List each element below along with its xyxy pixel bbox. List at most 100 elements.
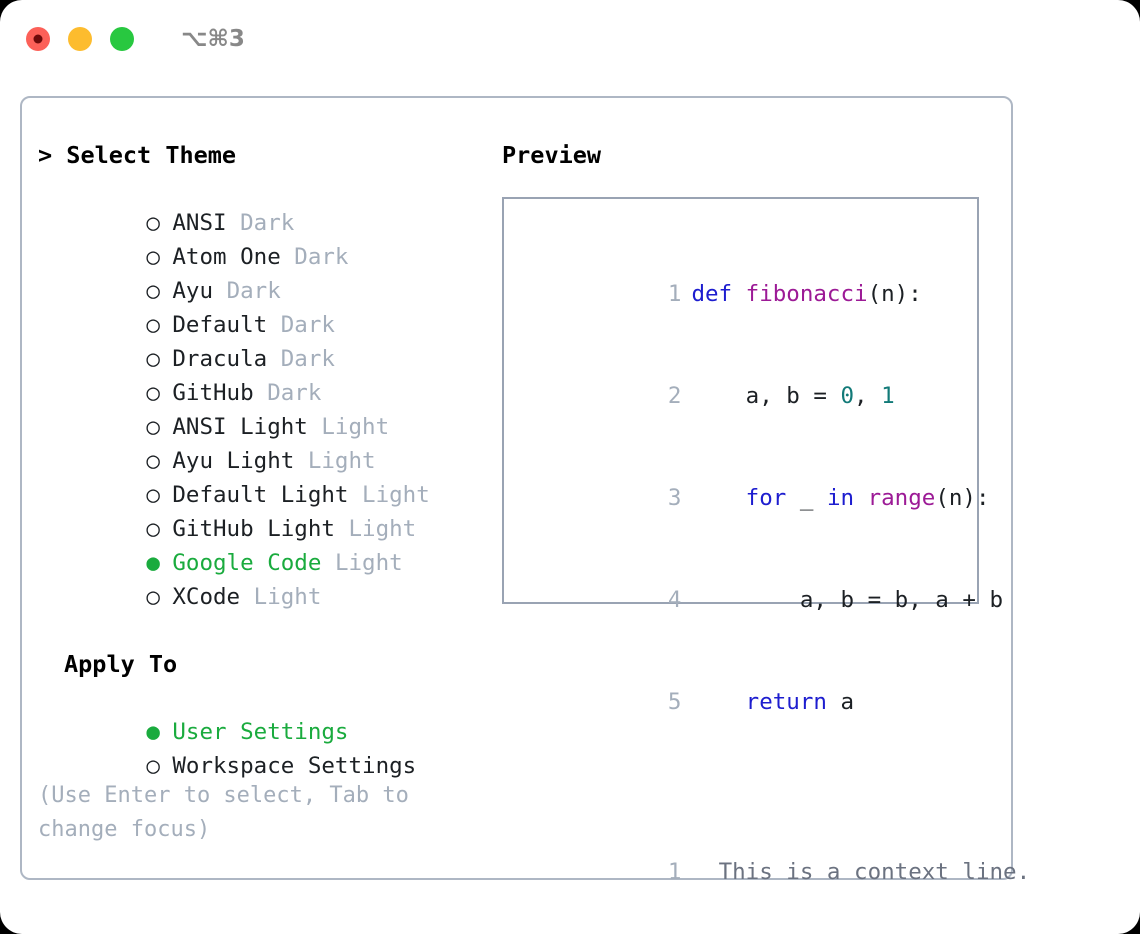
radio-marker-icon[interactable]: ● [146, 550, 160, 576]
keyboard-hint-text: (Use Enter to select, Tab to change focu… [38, 783, 423, 842]
radio-marker-icon[interactable]: ○ [146, 380, 160, 406]
code-line: 2 a, b = 0, 1 [518, 345, 977, 447]
theme-kind-label: Dark [280, 312, 335, 338]
preview-box: 1 def fibonacci(n): 2 a, b = 0, 1 3 for _… [502, 197, 1030, 885]
code-token: 1 [881, 383, 895, 409]
theme-kind [348, 482, 362, 508]
diff-text: This is a context line. [718, 859, 1031, 885]
code-token: , [854, 383, 882, 409]
radio-marker-icon[interactable]: ○ [146, 753, 160, 779]
code-token: (n): [867, 281, 922, 307]
theme-kind-label: Light [348, 516, 417, 542]
theme-name: Dracula [172, 346, 268, 372]
theme-name: ANSI [172, 210, 227, 236]
theme-list-item[interactable]: ○ ANSI Dark [38, 172, 468, 236]
radio-marker-icon[interactable]: ○ [146, 448, 160, 474]
code-token: fibonacci [745, 281, 868, 307]
line-number: 3 [667, 485, 682, 511]
theme-kind-label: Light [253, 584, 322, 610]
theme-kind-label: Dark [280, 346, 335, 372]
code-line: 5 return a [518, 651, 977, 753]
code-token [854, 485, 868, 511]
code-token: range [867, 485, 936, 511]
theme-name: Ayu Light [172, 448, 295, 474]
line-number: 2 [667, 383, 682, 409]
radio-marker-icon[interactable]: ○ [146, 278, 160, 304]
theme-name: XCode [172, 584, 241, 610]
line-number: 1 [667, 859, 682, 885]
theme-list-item[interactable]: ○ GitHub Light Light [38, 478, 468, 542]
close-button-icon[interactable] [26, 27, 50, 51]
theme-list-item[interactable]: ○ Ayu Dark [38, 240, 468, 304]
theme-kind-label: Dark [240, 210, 295, 236]
code-token [691, 689, 745, 715]
diff-spacer [518, 787, 977, 821]
theme-list-item-selected[interactable]: ● Google Code Light [38, 512, 468, 576]
apply-to-label: Workspace Settings [172, 753, 417, 779]
theme-kind [240, 584, 254, 610]
window-titlebar: ⌥⌘3 [0, 0, 1140, 78]
minimize-button-icon[interactable] [68, 27, 92, 51]
maximize-button-icon[interactable] [110, 27, 134, 51]
radio-marker-icon[interactable]: ○ [146, 346, 160, 372]
apply-to-label: User Settings [172, 719, 349, 745]
theme-list-item[interactable]: ○GitHub Dark [38, 342, 468, 406]
code-token: a [826, 689, 855, 715]
theme-kind-label: Dark [294, 244, 349, 270]
traffic-light-buttons [26, 27, 134, 51]
theme-kind [267, 312, 281, 338]
line-number: 5 [667, 689, 682, 715]
line-number: 4 [667, 587, 682, 613]
theme-name: GitHub Light [172, 516, 335, 542]
radio-marker-icon[interactable]: ○ [146, 482, 160, 508]
code-token: in [826, 485, 855, 511]
theme-kind [321, 550, 335, 576]
theme-kind [335, 516, 349, 542]
radio-marker-icon[interactable]: ○ [146, 244, 160, 270]
select-theme-header: > Select Theme [38, 141, 237, 169]
theme-kind [308, 414, 322, 440]
radio-marker-icon[interactable]: ● [146, 719, 160, 745]
radio-marker-icon[interactable]: ○ [146, 312, 160, 338]
code-token: 0 [840, 383, 855, 409]
diff-sign [691, 859, 718, 885]
apply-to-option-user-settings[interactable]: ● User Settings [38, 681, 468, 745]
code-token: a, b = b, a + b [691, 587, 1004, 613]
theme-kind-label: Light [362, 482, 430, 508]
theme-list-item[interactable]: ○ Atom One Dark [38, 206, 468, 270]
theme-list-item[interactable]: ○ Ayu Light Light [38, 410, 468, 474]
theme-kind [281, 244, 295, 270]
diff-spacer [518, 753, 977, 787]
code-token: _ [786, 485, 827, 511]
theme-name: Default Light [172, 482, 349, 508]
preview-title: Preview [502, 141, 602, 169]
theme-list-item[interactable]: ○ XCode Light [38, 546, 468, 610]
theme-list-item[interactable]: ○Default Dark [38, 274, 468, 338]
theme-name: Google Code [172, 550, 322, 576]
code-line: 4 a, b = b, a + b [518, 549, 1003, 651]
theme-name: Ayu [172, 278, 214, 304]
code-token: a, b = [691, 383, 841, 409]
theme-list-item[interactable]: ○ANSI Light Light [38, 376, 468, 440]
diff-line-context: 1 This is a context line. [518, 821, 1030, 923]
apply-to-option-workspace-settings[interactable]: ○ Workspace Settings [38, 715, 468, 779]
radio-marker-icon[interactable]: ○ [146, 584, 160, 610]
theme-kind [213, 278, 227, 304]
radio-marker-icon[interactable]: ○ [146, 414, 160, 440]
code-token: def [691, 281, 746, 307]
theme-list-item[interactable]: ○ Default Light Light [38, 444, 468, 508]
theme-selector-column: > Select Theme ○ ANSI Dark ○ Atom One Dark… [38, 138, 468, 847]
radio-marker-icon[interactable]: ○ [146, 210, 160, 236]
theme-list-item[interactable]: ○ Dracula Dark [38, 308, 468, 372]
code-line: 1 def fibonacci(n): [518, 243, 977, 345]
code-token [691, 485, 745, 511]
theme-kind-label: Light [321, 414, 390, 440]
theme-name: Atom One [172, 244, 281, 270]
line-number: 1 [667, 281, 682, 307]
radio-marker-icon[interactable]: ○ [146, 516, 160, 542]
code-token: for [745, 485, 787, 511]
main-panel: > Select Theme ○ ANSI Dark ○ Atom One Dark… [20, 96, 1030, 885]
diff-line-deleted: 2- This line was deleted. [518, 923, 977, 934]
theme-kind-label: Dark [226, 278, 281, 304]
